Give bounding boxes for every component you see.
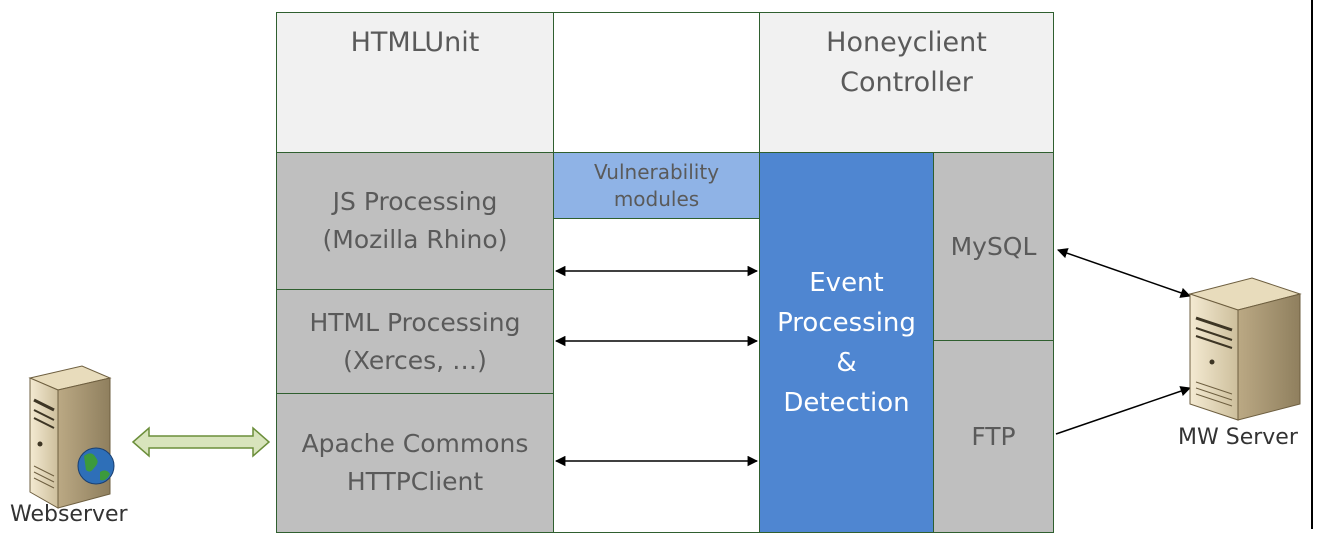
js-processing-box: JS Processing (Mozilla Rhino): [276, 152, 554, 290]
arrow-ftp-to-mwserver: [1055, 386, 1191, 435]
vulnerability-modules-box: Vulnerability modules: [553, 152, 760, 219]
ftp-label: FTP: [971, 421, 1016, 451]
arrow-mysql-to-mwserver: [1057, 248, 1191, 298]
apache-commons-line1: Apache Commons: [301, 429, 529, 458]
mw-server-icon: [1188, 277, 1302, 421]
html-processing-line2: (Xerces, …): [343, 345, 487, 375]
js-processing-line2: (Mozilla Rhino): [322, 225, 508, 254]
html-processing-line1: HTML Processing: [309, 307, 521, 337]
outer-frame-right-edge: [1311, 0, 1313, 529]
webserver-icon: [28, 365, 115, 509]
honeyclient-label-line2: Controller: [840, 67, 973, 98]
mysql-box: MySQL: [933, 152, 1054, 341]
vulnerability-line1: Vulnerability: [593, 159, 720, 184]
block-arrow-webserver-to-apache: [131, 426, 271, 458]
event-line3: &: [836, 347, 857, 378]
apache-commons-line2: HTTPClient: [346, 467, 484, 496]
html-processing-box: HTML Processing (Xerces, …): [276, 289, 554, 394]
webserver-label: Webserver: [10, 502, 128, 527]
event-line2: Processing: [777, 307, 916, 338]
honeyclient-controller-box: Honeyclient Controller: [759, 12, 1054, 153]
mw-server-label: MW Server: [1178, 425, 1298, 450]
vulnerability-line2: modules: [613, 186, 700, 211]
mysql-label: MySQL: [950, 231, 1037, 261]
js-processing-line1: JS Processing: [332, 187, 498, 216]
htmlunit-label: HTMLUnit: [350, 27, 480, 58]
event-processing-box: Event Processing & Detection: [759, 152, 934, 533]
event-line4: Detection: [783, 387, 910, 418]
ftp-box: FTP: [933, 340, 1054, 533]
event-line1: Event: [809, 267, 884, 298]
honeyclient-label-line1: Honeyclient: [826, 27, 987, 58]
htmlunit-box: HTMLUnit: [276, 12, 554, 153]
globe-icon: [77, 447, 115, 485]
